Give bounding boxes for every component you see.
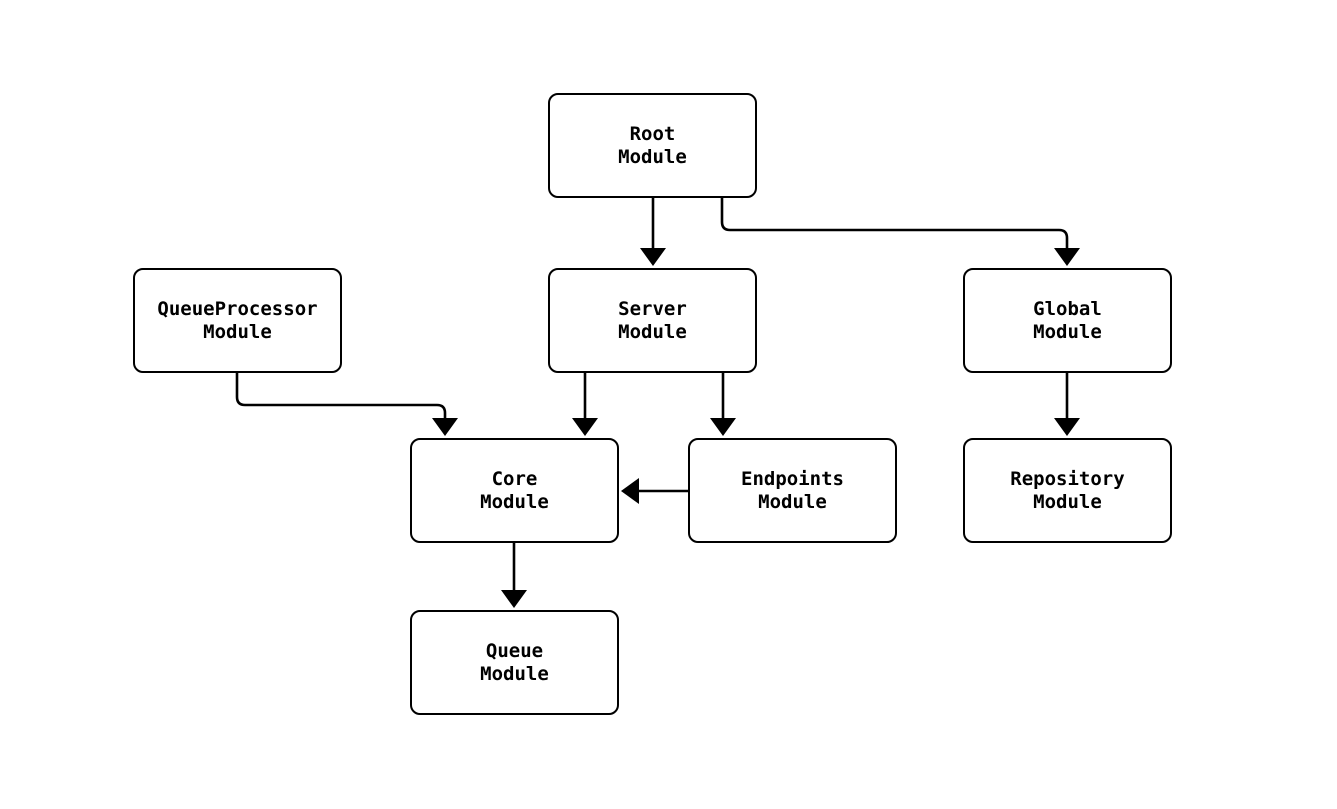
edge-root-to-global <box>720 198 1080 266</box>
node-core-module: Core Module <box>410 438 619 543</box>
node-queueprocessor-module: QueueProcessor Module <box>133 268 342 373</box>
node-global-module: Global Module <box>963 268 1172 373</box>
node-queue-module: Queue Module <box>410 610 619 715</box>
edge-queueprocessor-to-core <box>235 373 458 436</box>
node-endpoints-module: Endpoints Module <box>688 438 897 543</box>
node-repository-module: Repository Module <box>963 438 1172 543</box>
node-server-module: Server Module <box>548 268 757 373</box>
node-root-module: Root Module <box>548 93 757 198</box>
